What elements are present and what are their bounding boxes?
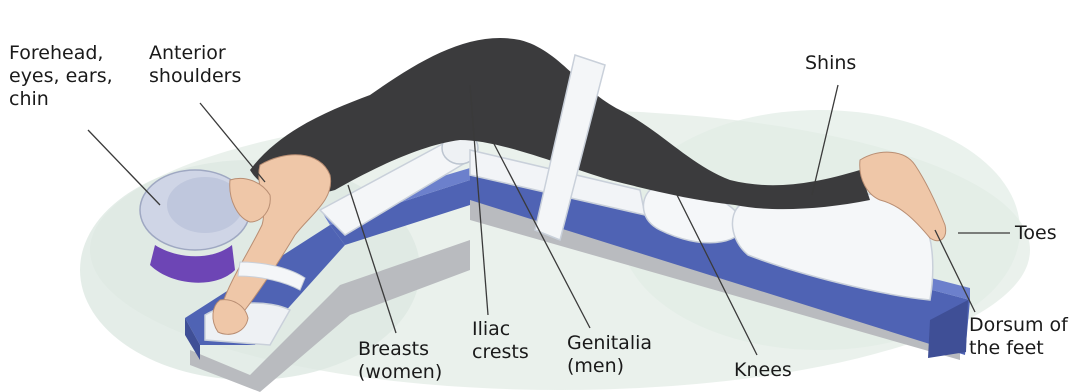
label-shins: Shins: [805, 52, 856, 75]
label-genitalia: Genitalia (men): [567, 332, 652, 378]
label-knees: Knees: [734, 359, 792, 382]
label-toes: Toes: [1015, 222, 1057, 245]
label-anterior-shoulders: Anterior shoulders: [149, 42, 241, 88]
label-breasts: Breasts (women): [358, 338, 442, 384]
leader-forehead: [88, 130, 160, 205]
label-dorsum-of-feet: Dorsum of the feet: [969, 314, 1068, 360]
label-forehead: Forehead, eyes, ears, chin: [9, 42, 113, 111]
label-iliac-crests: Iliac crests: [472, 318, 529, 364]
